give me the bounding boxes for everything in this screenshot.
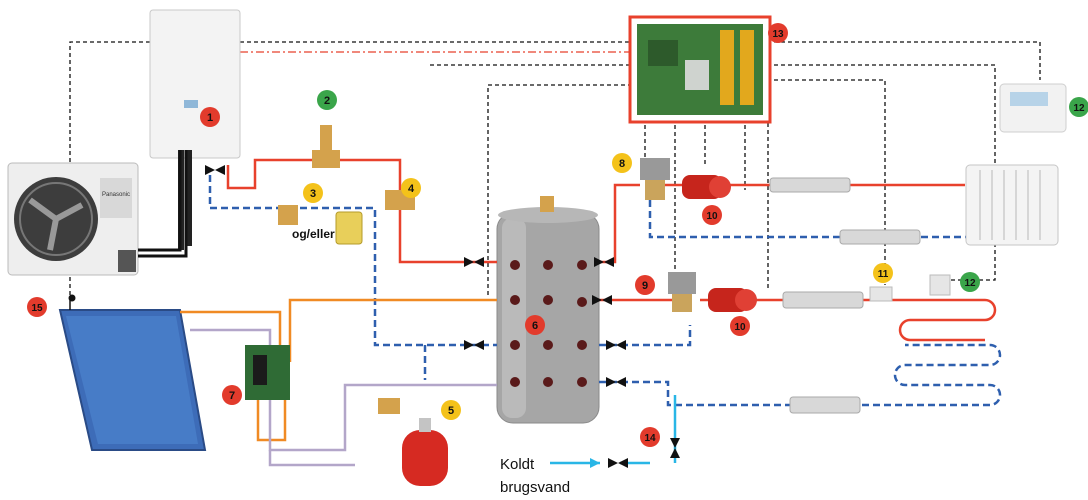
svg-text:9: 9 xyxy=(642,280,648,292)
hot-flow-pipes xyxy=(228,160,995,340)
remote-controller xyxy=(1000,84,1066,132)
controller-board xyxy=(630,17,770,122)
badge-6: 6 xyxy=(525,315,545,335)
svg-text:7: 7 xyxy=(229,390,235,402)
brand-logo: Panasonic xyxy=(102,192,130,198)
svg-text:5: 5 xyxy=(448,405,454,417)
indoor-unit xyxy=(150,10,240,250)
radiator xyxy=(966,165,1058,245)
badge-9: 9 xyxy=(635,275,655,295)
label-brugsvand: brugsvand xyxy=(500,479,570,496)
solar-collector xyxy=(60,295,205,451)
svg-text:3: 3 xyxy=(310,188,316,200)
svg-text:12: 12 xyxy=(964,278,976,289)
svg-text:13: 13 xyxy=(772,29,784,40)
svg-text:10: 10 xyxy=(734,322,746,333)
badge-15: 15 xyxy=(27,297,47,317)
badge-3: 3 xyxy=(303,183,323,203)
label-og-eller: og/eller xyxy=(292,227,335,241)
storage-tank xyxy=(497,196,599,423)
svg-text:15: 15 xyxy=(31,303,43,314)
badge-12-lower: 12 xyxy=(960,272,980,292)
outdoor-unit: Panasonic xyxy=(8,150,186,275)
badge-1: 1 xyxy=(200,107,220,127)
manifolds xyxy=(770,178,920,413)
badge-13: 13 xyxy=(768,23,788,43)
svg-text:4: 4 xyxy=(408,183,415,195)
badge-2: 2 xyxy=(317,90,337,110)
badge-14: 14 xyxy=(640,427,660,447)
label-koldt: Koldt xyxy=(500,456,535,473)
svg-text:8: 8 xyxy=(619,158,625,170)
svg-text:12: 12 xyxy=(1073,103,1085,114)
cold-water-arrow xyxy=(590,458,600,468)
badge-11: 11 xyxy=(873,263,893,283)
svg-text:1: 1 xyxy=(207,112,213,124)
badge-7: 7 xyxy=(222,385,242,405)
svg-text:14: 14 xyxy=(644,433,656,444)
shutoff-valves xyxy=(205,165,680,468)
badge-4: 4 xyxy=(401,178,421,198)
svg-text:11: 11 xyxy=(878,269,889,280)
badge-12-right: 12 xyxy=(1069,97,1088,117)
svg-text:6: 6 xyxy=(532,320,538,332)
badge-8: 8 xyxy=(612,153,632,173)
badge-5: 5 xyxy=(441,400,461,420)
badge-10-upper: 10 xyxy=(702,205,722,225)
badge-10-lower: 10 xyxy=(730,316,750,336)
svg-text:2: 2 xyxy=(324,95,330,107)
svg-text:10: 10 xyxy=(706,211,718,222)
expansion-vessel xyxy=(402,418,448,486)
